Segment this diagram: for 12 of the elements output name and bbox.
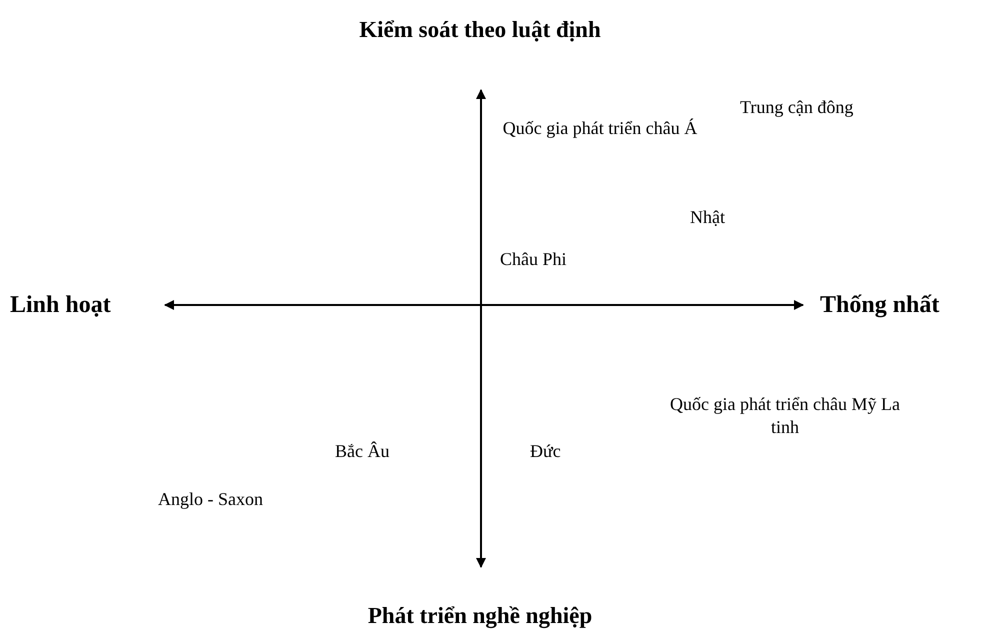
axis-title: Phát triển nghề nghiệp [368,602,592,630]
region-label: Quốc gia phát triển châu Á [502,117,698,140]
region-label: Quốc gia phát triển châu Mỹ La tinh [669,393,901,438]
region-label: Đức [530,440,561,462]
axis-label: Linh hoạt [10,291,111,320]
region-label: Trung cận đông [740,96,854,118]
axis-label: Thống nhất [820,291,940,320]
region-label: Châu Phi [500,248,567,270]
region-label: Nhật [690,206,725,228]
region-label: Bắc Âu [335,440,390,462]
region-label: Anglo - Saxon [158,488,263,510]
axis-title: Kiểm soát theo luật định [359,16,601,44]
